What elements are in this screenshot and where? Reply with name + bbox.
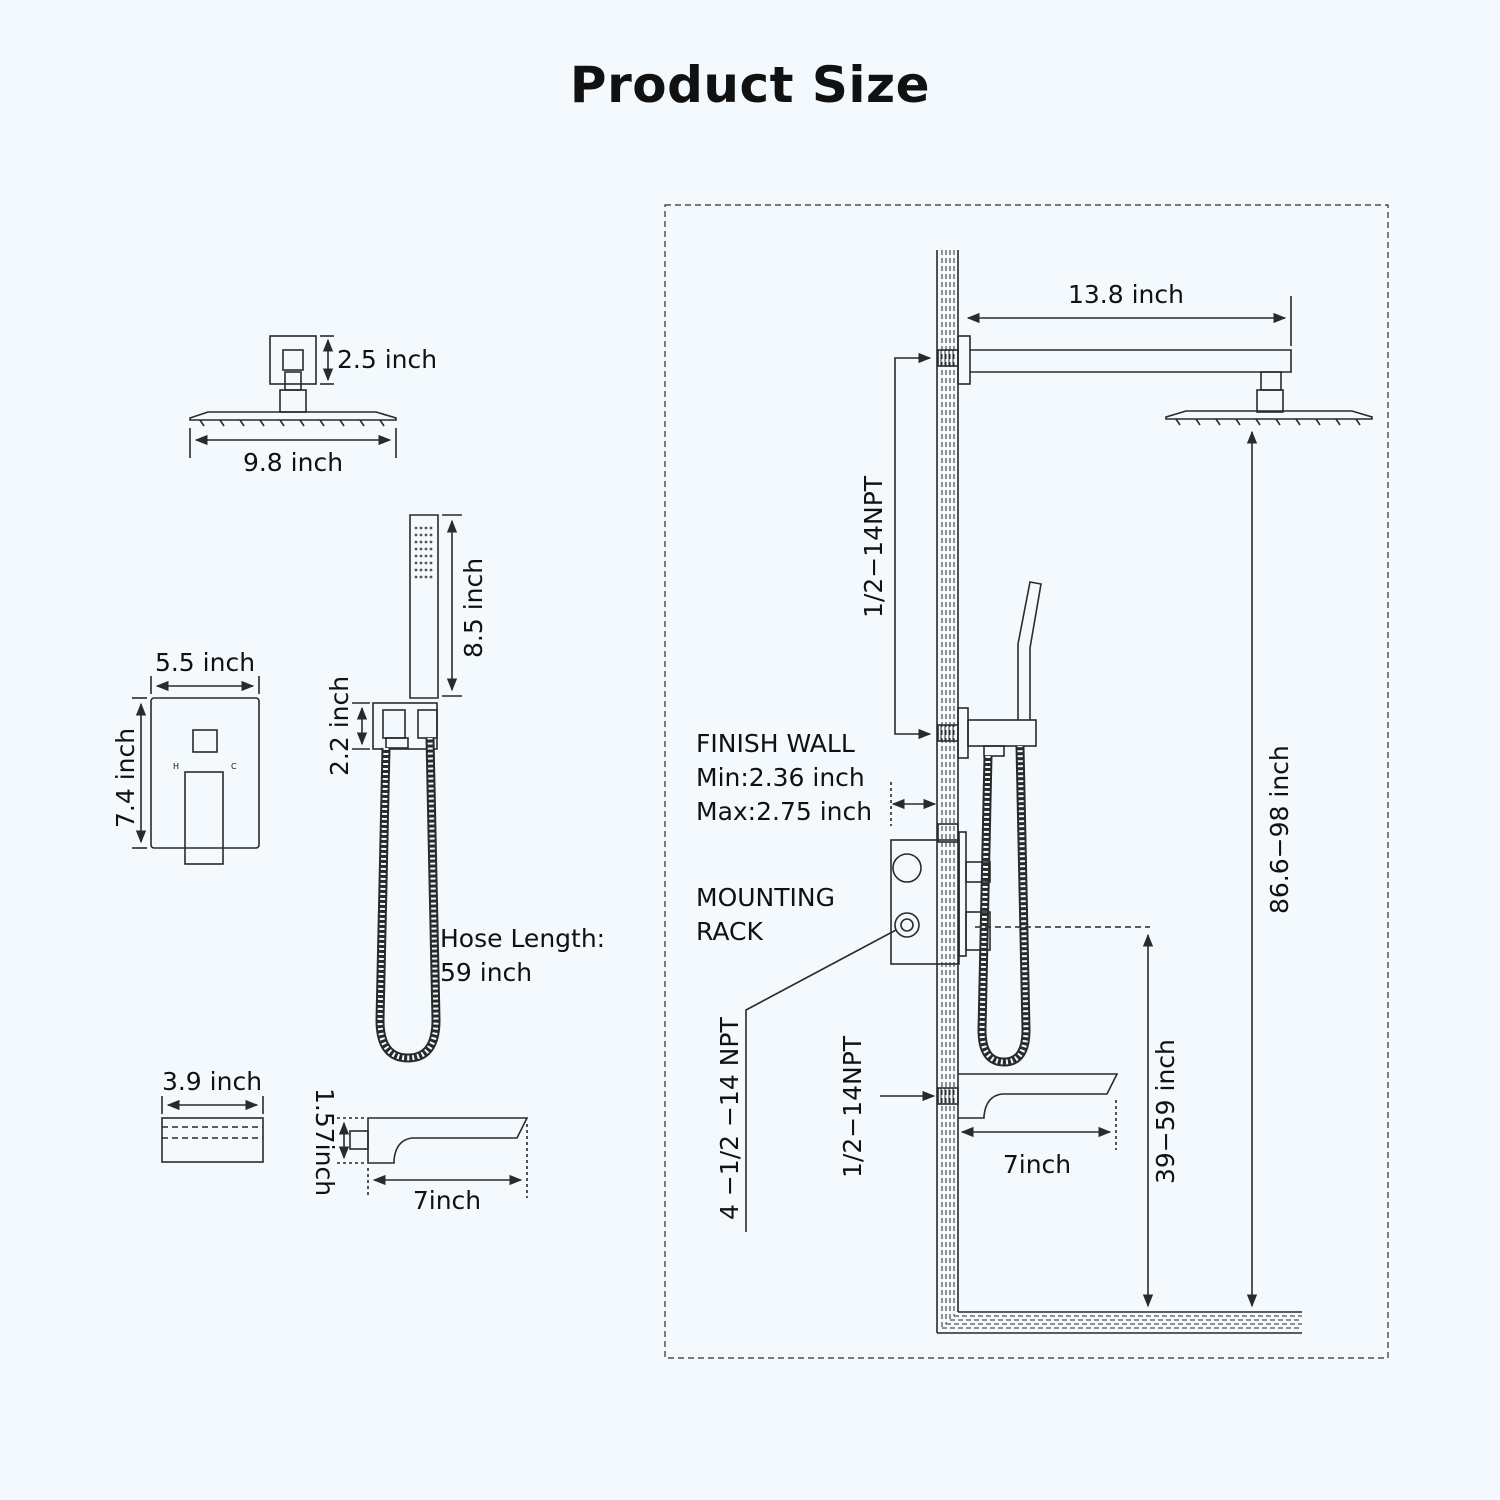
shower-arm-drawing xyxy=(937,296,1373,426)
finished-wall xyxy=(936,250,959,1333)
installed-handheld-drawing xyxy=(937,581,1042,1067)
installation-view xyxy=(664,204,1389,1359)
tub-spout-side-view xyxy=(337,1117,529,1198)
finish-wall-label-line3: Max:2.75 inch xyxy=(696,797,872,826)
finish-wall-label-line2: Min:2.36 inch xyxy=(696,763,865,792)
valve-trim-drawing xyxy=(132,676,260,865)
hose-length-label-line2: 59 inch xyxy=(440,958,532,987)
showerhead-drawing xyxy=(189,335,397,458)
spout-length-label: 7inch xyxy=(413,1186,481,1215)
valve-width-label: 5.5 inch xyxy=(155,648,255,677)
installed-spout-length-label: 7inch xyxy=(1003,1150,1071,1179)
spout-height-label: 1.57inch xyxy=(310,1088,339,1196)
top-thread-label: 1/2−14NPT xyxy=(859,475,888,618)
finish-wall-label-line1: FINISH WALL xyxy=(696,729,855,758)
arm-length-label: 13.8 inch xyxy=(1068,280,1184,309)
page-title: Product Size xyxy=(569,56,931,114)
handheld-holder-label: 2.2 inch xyxy=(325,676,354,776)
valve-hot-mark: H xyxy=(173,762,179,771)
mounting-rack-drawing xyxy=(890,823,991,965)
hose-length-label-line1: Hose Length: xyxy=(440,924,605,953)
head-height-from-floor-label: 86.6−98 inch xyxy=(1265,745,1294,914)
mounting-rack-label-line1: MOUNTING xyxy=(696,883,835,912)
spray-nozzle-grid xyxy=(414,526,433,579)
spout-height-from-floor-label: 39−59 inch xyxy=(1151,1039,1180,1184)
tub-spout-top-view xyxy=(161,1096,264,1163)
floor-line xyxy=(937,1311,1302,1334)
spout-depth-label: 3.9 inch xyxy=(162,1067,262,1096)
handheld-length-label: 8.5 inch xyxy=(459,558,488,658)
valve-thread-label: 4 −1/2 −14 NPT xyxy=(715,1017,744,1220)
handheld-shower-drawing xyxy=(352,514,462,1063)
spout-thread-label: 1/2−14NPT xyxy=(838,1035,867,1178)
showerhead-width-label: 9.8 inch xyxy=(243,448,343,477)
showerhead-mount-label: 2.5 inch xyxy=(337,345,437,374)
valve-height-label: 7.4 inch xyxy=(111,728,140,828)
installed-tub-spout xyxy=(880,1073,1119,1150)
valve-cold-mark: C xyxy=(231,762,237,771)
mounting-rack-label-line2: RACK xyxy=(696,917,763,946)
